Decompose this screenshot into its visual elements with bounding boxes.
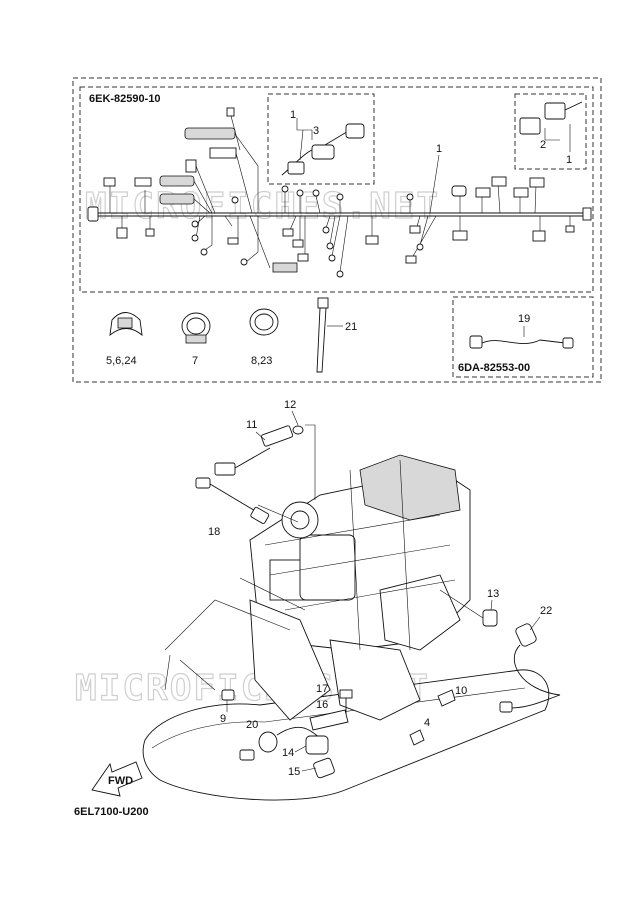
callout-22: 22 [540, 605, 552, 617]
clamp-8-23-icon [249, 308, 279, 336]
wire-harness-icon [87, 107, 592, 278]
clamp-7-icon [181, 312, 211, 344]
callout-8-23: 8,23 [251, 355, 272, 367]
watermark-top: MICROFICHES.NET [85, 186, 440, 227]
gasket-15-icon [313, 757, 335, 779]
callout-13: 13 [487, 588, 499, 600]
harness-part-code: 6EK-82590-10 [89, 93, 161, 105]
callout-16: 16 [316, 699, 328, 711]
engine-block-icon [142, 424, 550, 801]
clamp-5-6-24-icon [109, 312, 143, 337]
callout-9: 9 [220, 713, 226, 725]
bolt-4-icon [409, 729, 425, 746]
lead-22-icon [499, 623, 561, 713]
part-20-icon [239, 726, 321, 761]
sensor-11-icon [214, 425, 304, 476]
callout-7: 7 [192, 355, 198, 367]
bolt-10-icon [437, 689, 456, 707]
figure-code: 6EL7100-U200 [74, 806, 149, 818]
cable-tie-icon [316, 297, 329, 373]
bracket-16-icon [309, 709, 349, 731]
fwd-label: FWD [108, 775, 133, 787]
callouts: 1 3 2 1 1 5,6,24 7 8,23 21 19 12 11 18 1… [106, 109, 572, 778]
cover-14-icon [305, 735, 329, 755]
callout-1-box: 1 [290, 109, 296, 121]
callout-19: 19 [518, 313, 530, 325]
harness-kit-frame [72, 77, 602, 383]
callout-15: 15 [288, 766, 300, 778]
fwd-arrow-icon: FWD [91, 761, 143, 797]
callout-14: 14 [282, 747, 294, 759]
callout-11: 11 [246, 419, 257, 431]
connector-detail-right [519, 101, 583, 152]
callout-3: 3 [313, 125, 319, 137]
callout-2: 2 [540, 139, 546, 151]
connector-detail-left [281, 118, 365, 176]
callout-5-6-24: 5,6,24 [106, 355, 137, 367]
lead-19-icon [469, 335, 574, 349]
callout-20: 20 [246, 719, 258, 731]
callout-21: 21 [345, 321, 357, 333]
sensor-13-icon [482, 609, 498, 627]
callout-4: 4 [424, 717, 430, 729]
lead-part-code: 6DA-82553-00 [458, 362, 530, 374]
callout-10: 10 [455, 685, 467, 697]
sensor-18-icon [195, 477, 270, 524]
callout-12: 12 [284, 399, 296, 411]
callout-18: 18 [208, 526, 220, 538]
callout-1-harness: 1 [436, 143, 442, 155]
bolt-9-icon [221, 689, 235, 701]
callout-1-right: 1 [566, 154, 572, 166]
callout-17: 17 [316, 683, 328, 695]
